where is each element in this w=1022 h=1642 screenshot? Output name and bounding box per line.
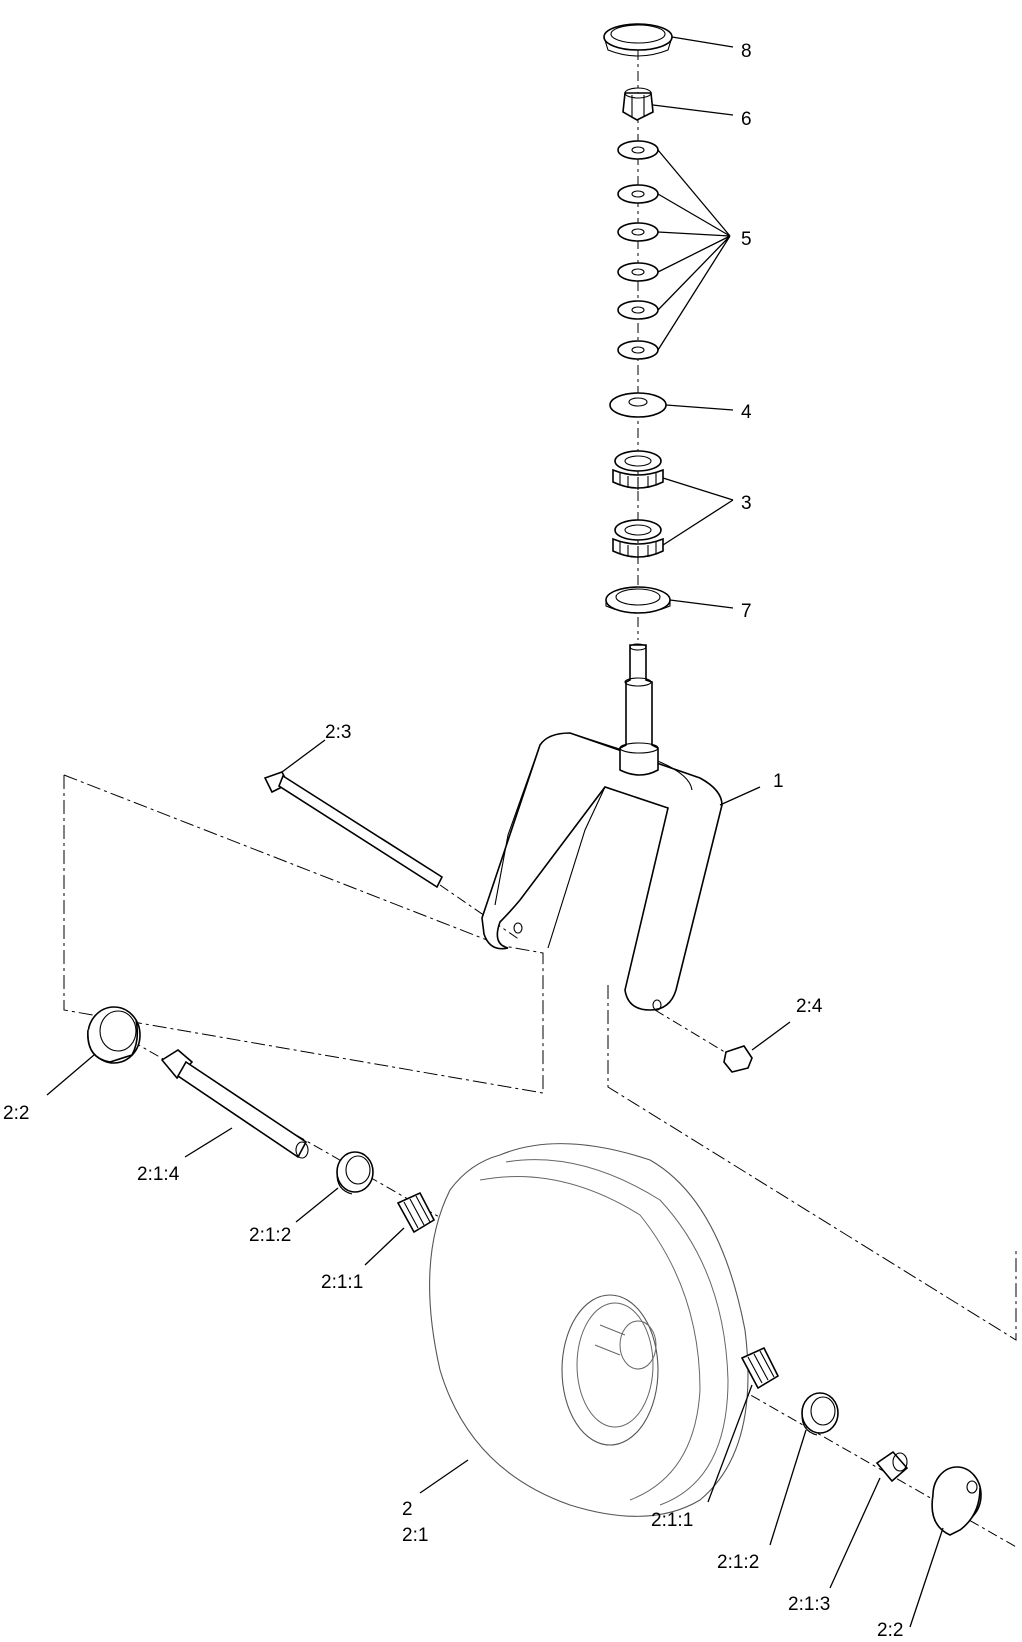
callout-2-1-1-left: 2:1:1: [321, 1272, 363, 1293]
callout-4: 4: [741, 402, 752, 423]
part-2-4-nut: [723, 1045, 753, 1073]
part-5-shims: [617, 140, 659, 360]
callout-2-3: 2:3: [325, 722, 351, 743]
leader-1: [719, 786, 761, 806]
nut-center-axis: [654, 1009, 739, 1061]
leader-7: [669, 599, 734, 609]
callout-2: 2: [402, 1499, 413, 1520]
leader-2-4: [751, 1021, 791, 1051]
part-2-1-2-bearing-cup-right: [801, 1392, 839, 1436]
callout-2-2-right: 2:2: [877, 1620, 903, 1641]
part-2-2-hub-cap-left: [87, 1006, 141, 1064]
callout-2-1-3: 2:1:3: [788, 1594, 830, 1615]
callout-3: 3: [741, 493, 752, 514]
callout-5: 5: [741, 229, 752, 250]
leader-2-2-left: [46, 1054, 95, 1096]
part-2-wheel-tire: [429, 1143, 749, 1517]
part-2-1-3-spacer: [875, 1450, 909, 1483]
leader-2-3: [281, 739, 326, 773]
leader-2-2-right: [909, 1527, 944, 1628]
bolt-center-axis: [439, 884, 521, 941]
part-2-1-1-bearing-cone-left: [396, 1191, 436, 1234]
phantom-bolt-line: [63, 774, 488, 941]
leader-3: [662, 477, 734, 546]
leader-6: [652, 104, 734, 116]
callout-8: 8: [741, 41, 752, 62]
phantom-outline-right: [607, 985, 1017, 1341]
part-1-caster-fork: [481, 643, 723, 1011]
phantom-outline-left: [63, 775, 544, 1094]
part-2-1-2-bearing-cup-left: [336, 1151, 374, 1195]
leader-2-1-2-right: [769, 1429, 807, 1546]
leader-2-1-3: [829, 1477, 881, 1589]
leader-5: [657, 149, 731, 351]
callout-2-4: 2:4: [796, 996, 823, 1017]
callout-2-1: 2:1: [402, 1525, 428, 1546]
callout-2-2-left: 2:2: [3, 1103, 29, 1124]
part-3-bearing-lower: [612, 519, 664, 559]
callout-2-1-2-right: 2:1:2: [717, 1552, 759, 1573]
callout-6: 6: [741, 109, 752, 130]
callout-2-1-2-left: 2:1:2: [249, 1225, 291, 1246]
callout-2-1-4: 2:1:4: [137, 1164, 180, 1185]
callout-2-1-1-right: 2:1:1: [651, 1510, 693, 1531]
part-7-seal: [605, 586, 671, 614]
leader-2-1-4: [184, 1127, 233, 1158]
leader-4: [665, 404, 734, 411]
part-4-washer: [609, 392, 667, 418]
part-2-1-4-spacer-tube: [160, 1049, 309, 1159]
callout-7: 7: [741, 601, 752, 622]
leader-2-1-1-right: [707, 1384, 753, 1503]
leader-2: [419, 1459, 469, 1494]
part-6-nut: [622, 87, 654, 121]
part-3-bearing-upper: [612, 450, 664, 490]
leader-2-1-2-left: [295, 1187, 339, 1223]
part-8-dust-cap: [603, 23, 673, 57]
leader-8: [671, 36, 734, 48]
part-2-2-hub-cap-right: [931, 1466, 982, 1536]
leader-2-1-1-left: [364, 1227, 405, 1266]
part-2-1-1-bearing-cone-right: [740, 1346, 780, 1390]
callout-1: 1: [773, 771, 784, 792]
part-2-3-bolt: [263, 771, 444, 889]
